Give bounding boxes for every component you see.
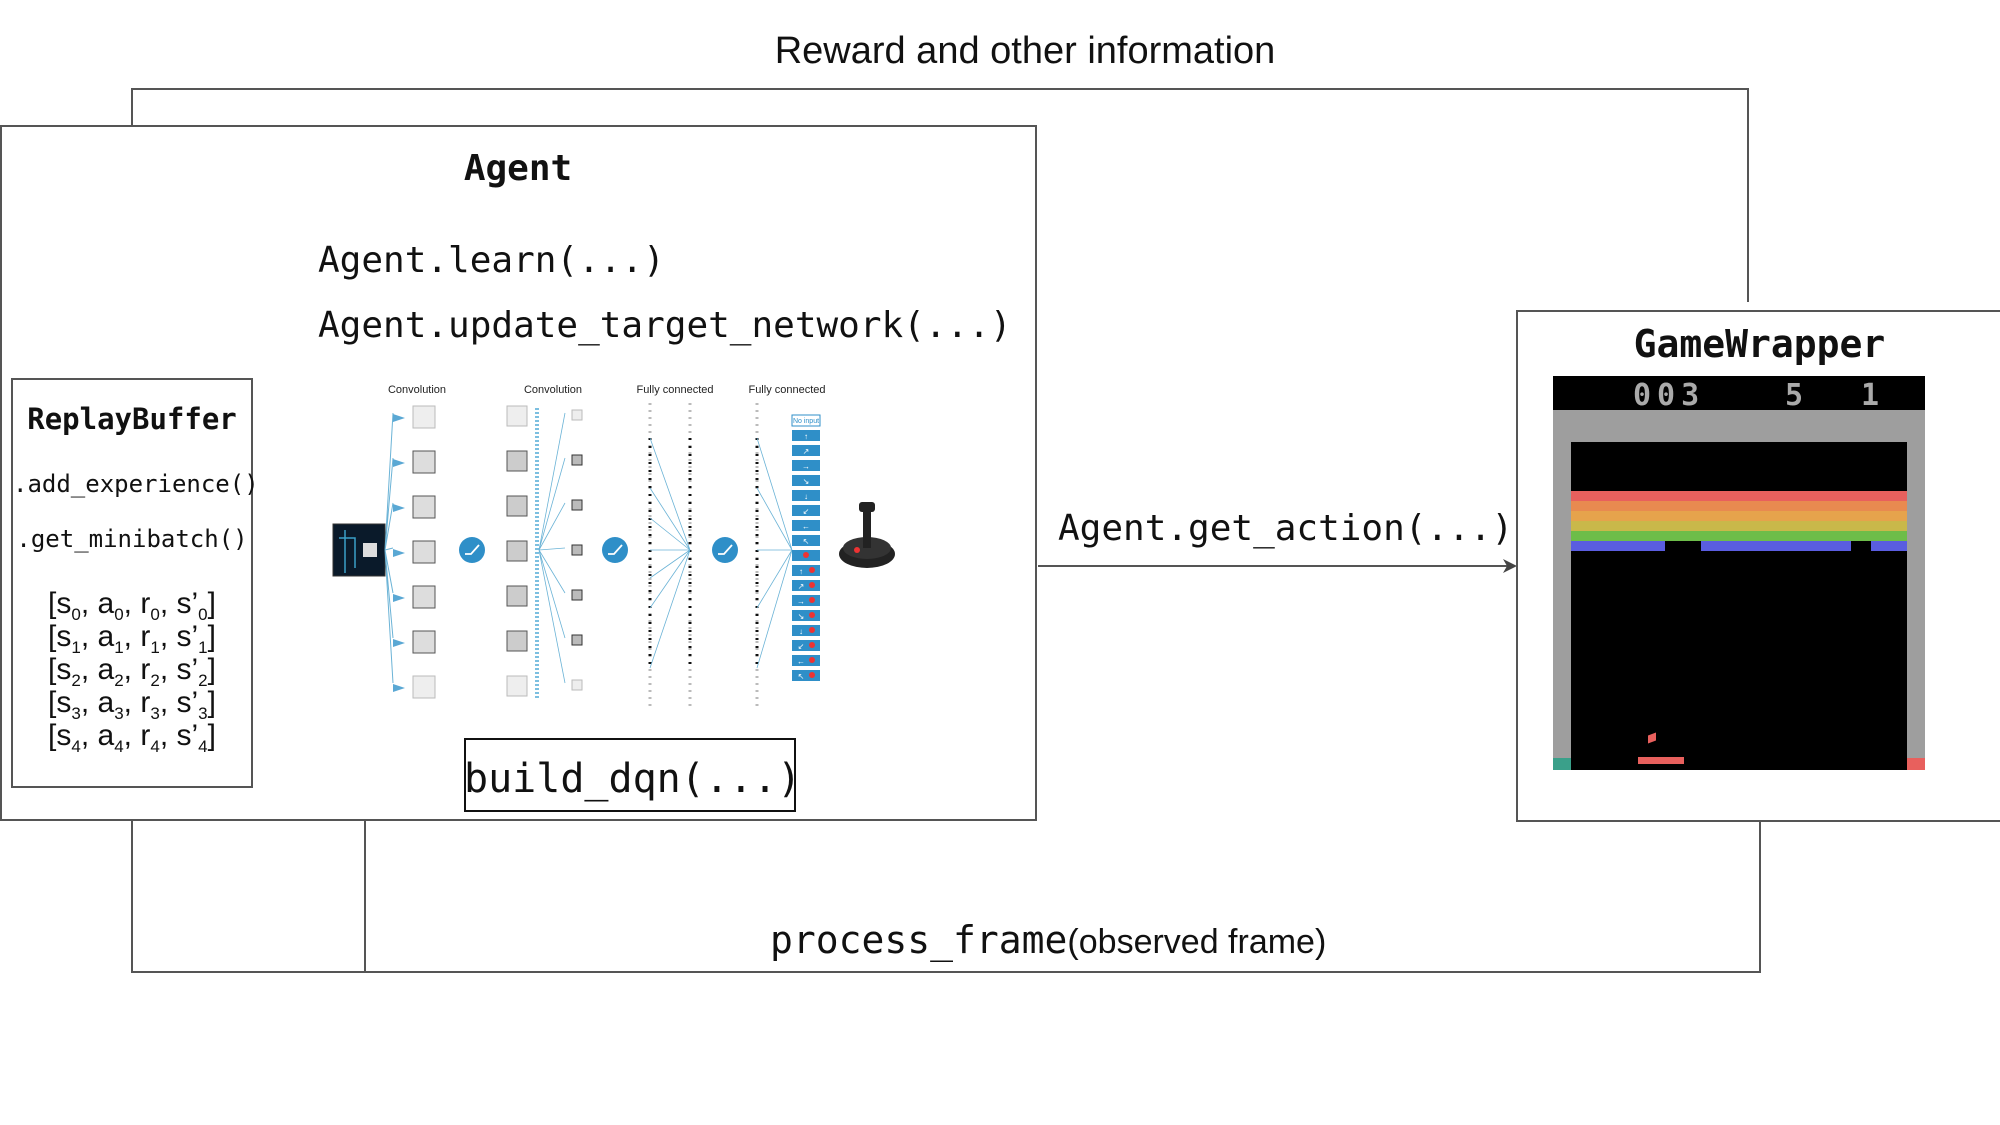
process-frame-argument: (observed frame) [1067, 923, 1327, 961]
relu-3 [712, 537, 738, 563]
add-experience-method: .add_experience() [13, 470, 259, 498]
svg-text:↗: ↗ [798, 582, 805, 591]
fc2-layer [755, 403, 793, 708]
svg-text:↑: ↑ [799, 567, 803, 576]
top-wall [1553, 410, 1925, 442]
game-wrapper-title: GameWrapper [1633, 322, 1886, 366]
conv2-maps [506, 405, 539, 698]
svg-text:←: ← [802, 522, 810, 531]
svg-text:→: → [797, 597, 805, 606]
ball [1648, 732, 1656, 744]
brick [1701, 541, 1851, 551]
lives-display: 5 [1785, 378, 1804, 413]
brick [1871, 541, 1907, 551]
layer-label-fc2: Fully connected [748, 384, 825, 396]
svg-text:↑: ↑ [804, 432, 808, 441]
replay-buffer-box: ReplayBuffer .add_experience() .get_mini… [11, 378, 259, 788]
conv2-outputs [571, 409, 583, 691]
conv2-lines [538, 412, 566, 684]
brick-row [1571, 521, 1907, 531]
brick-row [1571, 511, 1907, 521]
svg-text:↘: ↘ [798, 612, 805, 621]
paddle [1638, 757, 1684, 764]
layer-label-conv2: Convolution [524, 384, 582, 396]
dqn-network-diagram: Convolution Convolution Fully connected … [332, 384, 895, 708]
brick-row [1571, 541, 1907, 551]
brick-row [1571, 491, 1907, 501]
joystick-icon [839, 502, 895, 568]
layer-labels: Convolution Convolution Fully connected … [388, 384, 826, 396]
reward-label: Reward and other information [774, 30, 1276, 72]
build-dqn-box [464, 738, 796, 812]
get-minibatch-method: .get_minibatch() [16, 525, 248, 553]
agent-update-target-method: Agent.update_target_network(...) [318, 305, 1012, 346]
experience-tuple: [s4, a4, r4, s’4] [48, 719, 216, 756]
conv1-layer [384, 412, 394, 684]
svg-text:↙: ↙ [803, 507, 810, 516]
svg-text:↖: ↖ [798, 672, 805, 681]
build-dqn-label: build_dqn(...) [464, 756, 802, 802]
experience-tuple: [s0, a0, r0, s’0] [48, 587, 216, 624]
brick [1571, 541, 1665, 551]
svg-text:→: → [802, 462, 810, 471]
output-no-input: No input [793, 418, 819, 425]
left-wall-base [1553, 758, 1571, 770]
svg-text:↖: ↖ [803, 537, 810, 546]
svg-text:↘: ↘ [803, 477, 810, 486]
left-wall [1553, 410, 1571, 770]
player-display: 1 [1861, 378, 1880, 413]
process-frame-line [125, 788, 1761, 973]
input-frame [332, 523, 386, 577]
agent-learn-method: Agent.learn(...) [318, 240, 665, 281]
relu-2 [602, 537, 628, 563]
fc1-layer [648, 403, 692, 708]
experience-tuple: [s1, a1, r1, s’1] [48, 620, 216, 657]
conv1-maps [393, 405, 436, 699]
output-actions: No input ↑ ↗ → ↘ ↓ ↙ ← ↖ ↑ ↗ → ↘ ↓ ↙ ← ↖ [791, 414, 821, 681]
layer-label-conv1: Convolution [388, 384, 446, 396]
replay-buffer-title: ReplayBuffer [27, 402, 237, 436]
breakout-game-screen: 003 5 1 [1553, 376, 1925, 770]
svg-text:↗: ↗ [803, 447, 810, 456]
svg-text:↓: ↓ [799, 627, 803, 636]
get-action-label: Agent.get_action(...) [1058, 508, 1514, 549]
svg-text:←: ← [797, 657, 805, 666]
svg-text:↓: ↓ [804, 492, 808, 501]
right-wall [1907, 410, 1925, 770]
score-bar: 003 5 1 [1553, 376, 1925, 413]
layer-label-fc1: Fully connected [636, 384, 713, 396]
experience-tuple: [s2, a2, r2, s’2] [48, 653, 216, 690]
brick-row [1571, 501, 1907, 511]
right-wall-base [1907, 758, 1925, 770]
brick-row [1571, 531, 1907, 541]
relu-1 [459, 537, 485, 563]
experience-tuple: [s3, a3, r3, s’3] [48, 686, 216, 723]
process-frame-function: process_frame [770, 918, 1068, 962]
agent-title: Agent [463, 148, 573, 189]
svg-text:↙: ↙ [798, 642, 805, 651]
process-frame-label: process_frame(observed frame) [770, 918, 1326, 962]
score-display: 003 [1633, 378, 1706, 413]
